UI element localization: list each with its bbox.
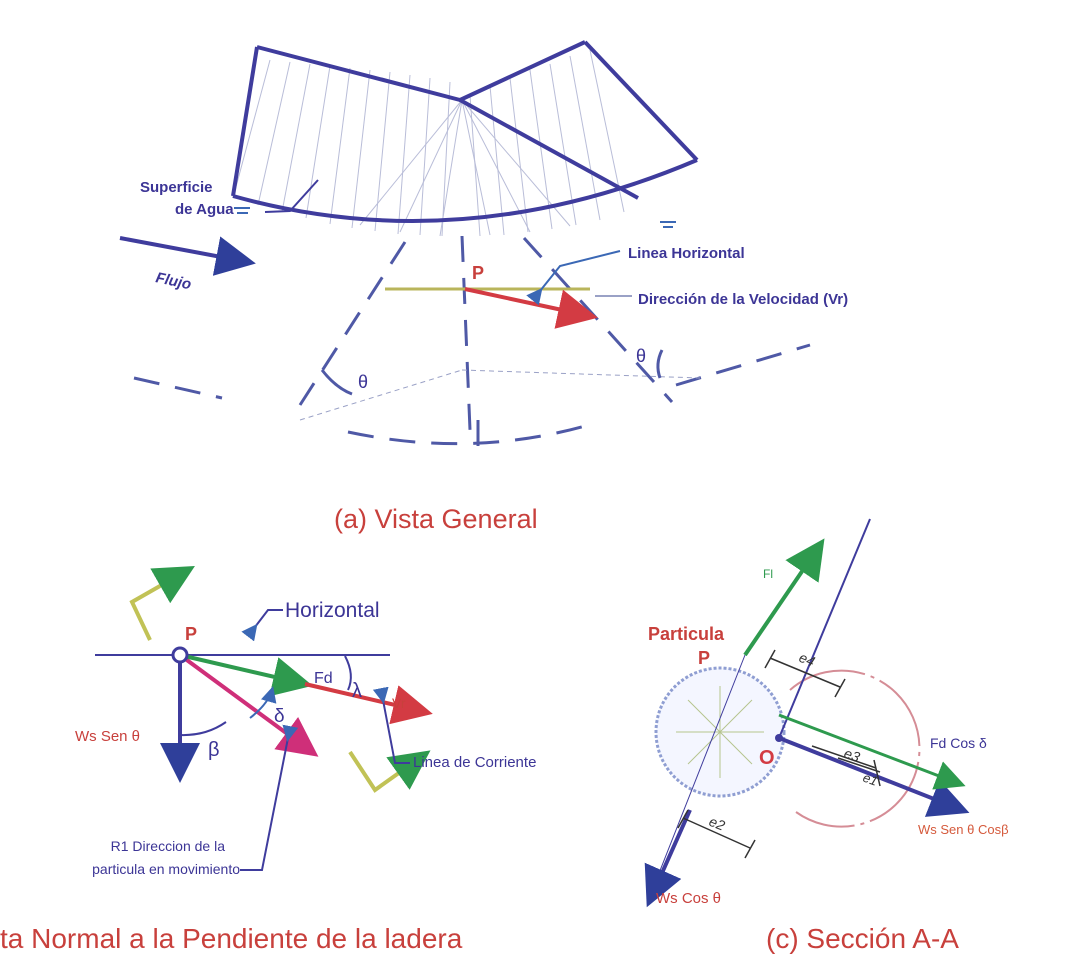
point-p-label-b: P (185, 624, 197, 644)
delta-arc (249, 686, 277, 719)
center-o-dot (775, 734, 783, 742)
inclined-axis (649, 654, 746, 897)
diagram-a: Superficie de Agua Flujo Linea Horizonta… (119, 40, 848, 534)
diagram-b: P Horizontal Fd λ Vr δ Ws Sen θ β Linea … (0, 566, 536, 954)
superficie-label-2: de Agua (175, 201, 234, 218)
delta-label: δ (274, 706, 285, 727)
corriente-label: Linea de Corriente (413, 754, 536, 771)
caption-c: (c) Sección A-A (766, 923, 959, 954)
horizontal-pointer-b (241, 609, 283, 642)
point-p-circle (171, 646, 189, 664)
caption-a: (a) Vista General (334, 504, 538, 534)
vr-arrow (304, 682, 433, 725)
ws-cos-arrow (644, 809, 692, 908)
flujo-arrow (119, 236, 256, 276)
dimension-lines (677, 649, 881, 859)
r1-label-line1: R1 Direccion de la (111, 838, 226, 854)
direccion-label: Dirección de la Velocidad (Vr) (638, 291, 848, 308)
point-p-label-c: P (698, 648, 710, 668)
beta-arc (179, 721, 227, 737)
water-level-icon (234, 207, 676, 228)
flujo-label: Flujo (154, 269, 193, 293)
theta-left-label: θ (358, 372, 368, 392)
corriente-pointer (372, 686, 410, 764)
vr-label: Vr (392, 695, 406, 711)
r1-label-line2: particula en movimiento (92, 861, 240, 877)
linea-horizontal-label: Linea Horizontal (628, 245, 745, 262)
velocity-arrow (464, 287, 598, 329)
diagram-c: Fl Particula P e4 O e3 e1 e2 Fd Cos δ Ws… (644, 518, 1009, 954)
superficie-label-1: Superficie (140, 179, 213, 196)
axis-marker-top (129, 566, 195, 641)
e4-label: e4 (797, 649, 818, 670)
fd-cos-arrow (778, 713, 966, 790)
fl-arrow (743, 538, 825, 657)
superficie-pointer (264, 179, 319, 213)
point-p-label: P (472, 263, 484, 283)
axis-marker-bottom (348, 750, 431, 793)
ws-cos-label: Ws Cos θ (656, 890, 721, 907)
particle (654, 666, 786, 798)
lambda-label: λ (352, 680, 362, 702)
ws-sen-cos-label: Ws Sen θ Cosβ (918, 822, 1009, 837)
ws-sen-cos-arrow (778, 736, 970, 817)
theta-right-label: θ (636, 346, 646, 366)
caption-b: ta Normal a la Pendiente de la ladera (0, 923, 463, 954)
e3-label: e3 (842, 745, 862, 765)
theta-left-arc (320, 369, 353, 396)
e1-label: e1 (861, 770, 880, 789)
lambda-arc (344, 655, 352, 691)
reference-circle (789, 669, 921, 828)
center-o-label: O (759, 747, 775, 769)
surface-outline (231, 40, 699, 223)
theta-right-arc (656, 349, 664, 379)
fd-cos-label: Fd Cos δ (930, 735, 987, 751)
fl-label: Fl (763, 567, 773, 581)
horizontal-pointer (526, 250, 621, 306)
e2-label: e2 (707, 813, 728, 834)
fd-arrow (179, 653, 313, 697)
beta-label: β (208, 739, 220, 761)
fd-label: Fd (314, 670, 333, 687)
particula-label: Particula (648, 624, 725, 644)
ws-sen-label: Ws Sen θ (75, 728, 140, 745)
horizontal-label: Horizontal (285, 599, 380, 622)
normal-axis (778, 518, 871, 739)
r1-pointer (240, 724, 299, 871)
